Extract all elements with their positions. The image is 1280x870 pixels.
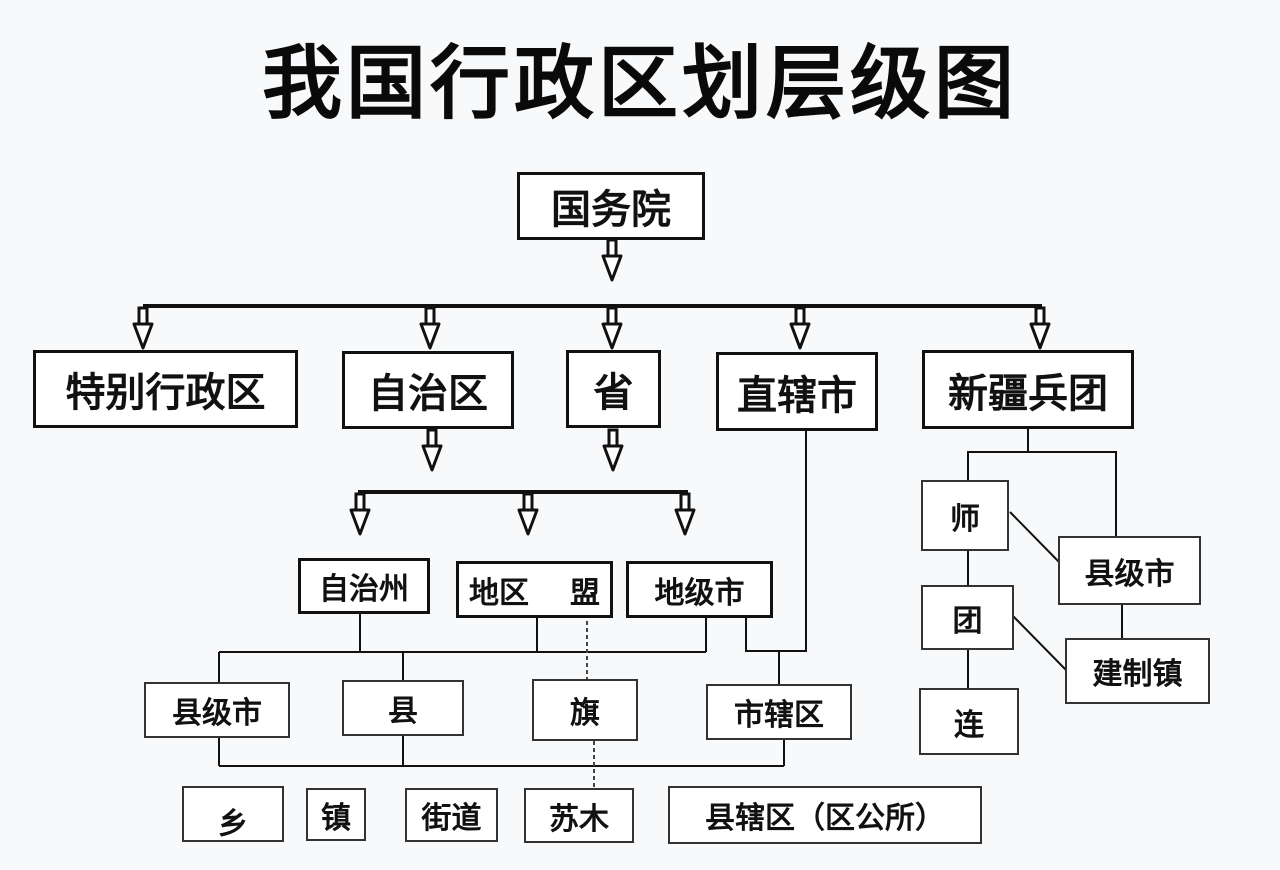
label: 县辖区（区公所）: [705, 801, 945, 836]
label: 建制镇: [1092, 657, 1183, 692]
label: 自治区: [368, 371, 488, 417]
label: 特别行政区: [65, 370, 266, 416]
arrow-to-autonomous-region: [419, 306, 441, 350]
node-county-district: 县辖区（区公所）: [668, 786, 982, 844]
label: 自治州: [319, 572, 409, 607]
label: 乡: [218, 807, 248, 842]
node-state-council: 国务院: [517, 172, 705, 240]
node-city-district: 市辖区: [706, 684, 852, 740]
label-league: 盟: [570, 575, 600, 611]
node-town: 镇: [306, 788, 366, 841]
node-township: 乡: [182, 786, 284, 842]
label: 新疆兵团: [948, 370, 1108, 417]
arrow-province-down: [602, 428, 624, 472]
label: 地级市: [654, 575, 745, 611]
label: 国务院: [551, 187, 671, 233]
node-corps-company: 连: [919, 688, 1019, 755]
node-county: 县: [342, 680, 464, 736]
label: 县级市: [1084, 556, 1175, 592]
arrow-to-prefecture: [517, 492, 539, 536]
node-subdistrict: 街道: [405, 788, 498, 842]
node-corps-regiment: 团: [921, 585, 1014, 650]
page-title: 我国行政区划层级图: [262, 37, 1018, 130]
label: 市辖区: [734, 698, 824, 733]
arrow-to-autonomous-prefecture: [349, 492, 371, 536]
node-xinjiang-corps: 新疆兵团: [922, 350, 1134, 429]
label: 镇: [321, 800, 351, 836]
label: 直辖市: [737, 372, 857, 419]
arrow-ar-down: [421, 428, 443, 472]
label: 省: [593, 370, 634, 416]
label: 街道: [421, 801, 482, 836]
label: 县级市: [172, 696, 262, 731]
arrow-to-province: [601, 306, 623, 350]
node-autonomous-region: 自治区: [342, 351, 514, 429]
node-sumu: 苏木: [524, 788, 634, 843]
node-corps-county-city: 县级市: [1058, 536, 1201, 605]
label: 苏木: [549, 801, 609, 837]
label: 县: [388, 694, 418, 729]
arrow-to-corps: [1029, 306, 1051, 350]
node-prefecture-league: 地区 盟: [456, 561, 613, 618]
label: 旗: [570, 696, 600, 731]
node-autonomous-prefecture: 自治州: [298, 558, 430, 614]
node-prefecture-city: 地级市: [626, 561, 773, 618]
node-province: 省: [566, 350, 661, 428]
node-sar: 特别行政区: [33, 350, 298, 428]
label: 师: [950, 501, 980, 537]
node-corps-town: 建制镇: [1065, 638, 1210, 704]
arrow-to-municipality: [789, 306, 811, 350]
arrow-to-sar: [132, 306, 154, 350]
node-corps-division: 师: [921, 480, 1009, 551]
label: 团: [952, 603, 983, 639]
label: 连: [954, 707, 984, 743]
node-county-city: 县级市: [144, 682, 290, 738]
node-banner: 旗: [532, 679, 638, 741]
label-prefecture: 地区: [469, 575, 529, 611]
arrow-to-prefecture-city: [674, 492, 696, 536]
arrow-state-council: [601, 238, 623, 282]
node-municipality: 直辖市: [716, 352, 878, 431]
